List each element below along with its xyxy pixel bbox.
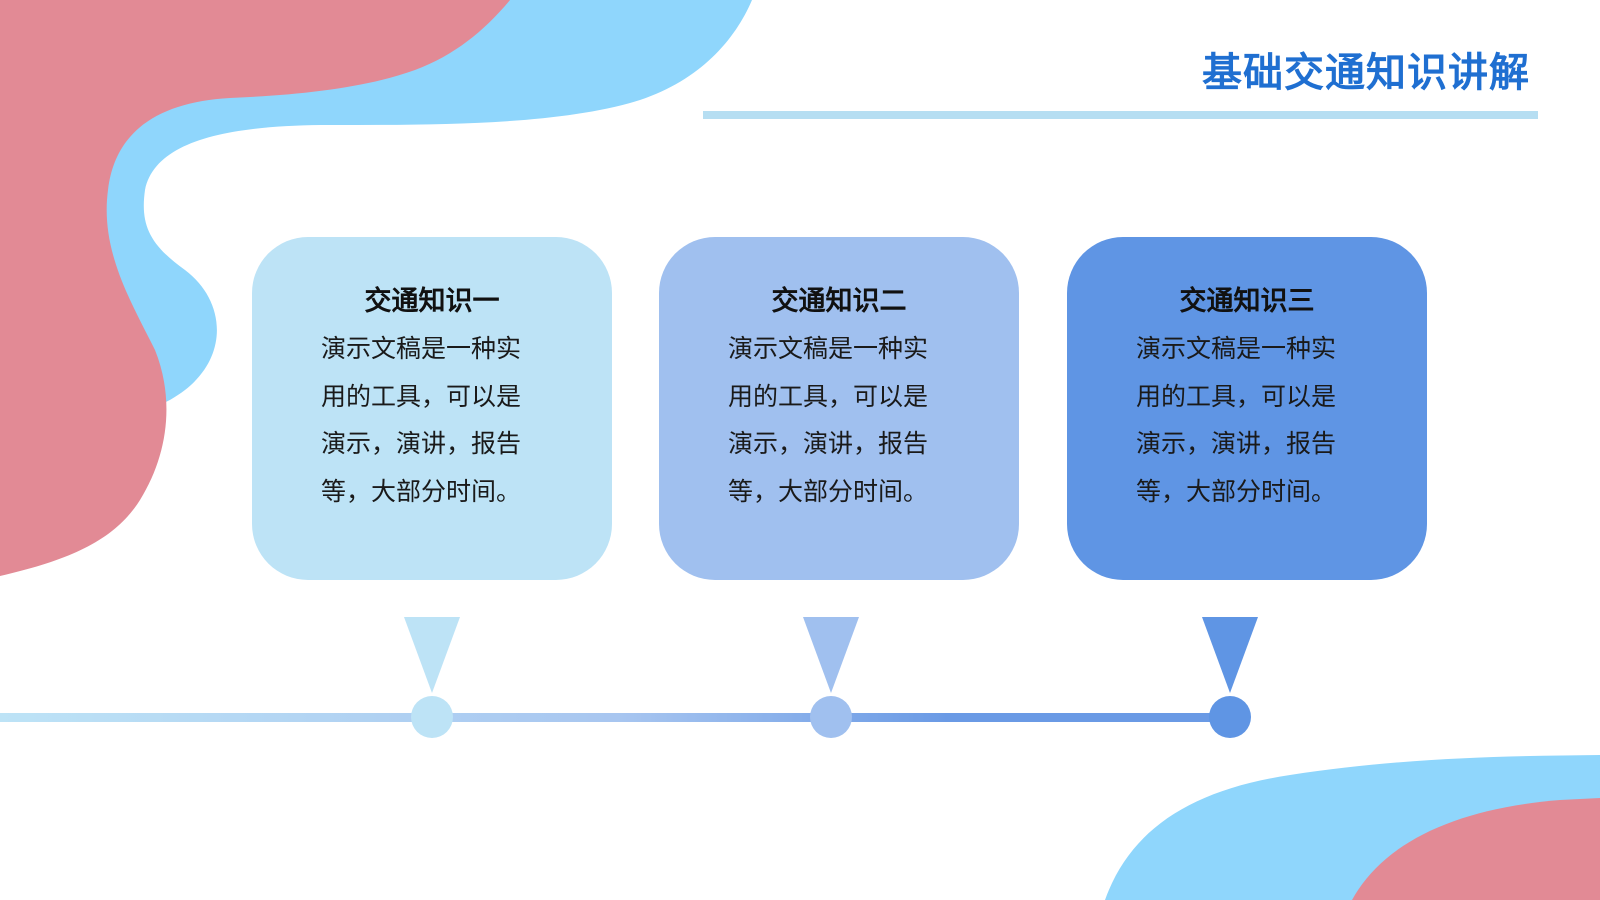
card-text-line: 演示，演讲，报告 bbox=[1136, 429, 1337, 458]
knowledge-card-1: 交通知识一 演示文稿是一种实 用的工具，可以是 演示，演讲，报告 等，大部分时间… bbox=[252, 237, 612, 580]
page-title: 基础交通知识讲解 bbox=[1202, 50, 1530, 96]
knowledge-card-3: 交通知识三 演示文稿是一种实 用的工具，可以是 演示，演讲，报告 等，大部分时间… bbox=[1067, 237, 1427, 580]
card-title: 交通知识二 bbox=[771, 286, 907, 317]
timeline-node-2 bbox=[810, 696, 852, 738]
timeline bbox=[0, 617, 1258, 738]
card-description: 演示文稿是一种实 用的工具，可以是 演示，演讲，报告 等，大部分时间。 bbox=[1136, 325, 1358, 515]
pointer-triangle-1 bbox=[404, 617, 460, 693]
card-text-line: 演示文稿是一种实 bbox=[321, 334, 522, 363]
card-text-line: 等，大部分时间。 bbox=[1136, 476, 1337, 506]
card-text-line: 用的工具，可以是 bbox=[321, 381, 522, 411]
timeline-node-1 bbox=[411, 696, 453, 738]
card-text-line: 用的工具，可以是 bbox=[1136, 381, 1337, 411]
card-text-line: 演示文稿是一种实 bbox=[1136, 334, 1337, 363]
card-title: 交通知识一 bbox=[364, 286, 500, 317]
timeline-node-3 bbox=[1209, 696, 1251, 738]
top-left-pink-blob bbox=[0, 0, 510, 576]
card-text-line: 等，大部分时间。 bbox=[728, 476, 929, 506]
knowledge-card-2: 交通知识二 演示文稿是一种实 用的工具，可以是 演示，演讲，报告 等，大部分时间… bbox=[659, 237, 1019, 580]
card-text-line: 用的工具，可以是 bbox=[728, 381, 929, 411]
card-text-line: 等，大部分时间。 bbox=[321, 476, 522, 506]
card-title: 交通知识三 bbox=[1179, 286, 1315, 317]
card-text-line: 演示，演讲，报告 bbox=[321, 429, 522, 458]
bottom-right-pink-blob bbox=[1352, 798, 1600, 900]
card-description: 演示文稿是一种实 用的工具，可以是 演示，演讲，报告 等，大部分时间。 bbox=[728, 325, 950, 515]
pointer-triangle-2 bbox=[803, 617, 859, 693]
title-underline bbox=[703, 111, 1538, 119]
pointer-triangle-3 bbox=[1202, 617, 1258, 693]
card-text-line: 演示文稿是一种实 bbox=[728, 334, 929, 363]
timeline-line bbox=[0, 713, 1232, 722]
card-text-line: 演示，演讲，报告 bbox=[728, 429, 929, 458]
card-description: 演示文稿是一种实 用的工具，可以是 演示，演讲，报告 等，大部分时间。 bbox=[321, 325, 543, 515]
